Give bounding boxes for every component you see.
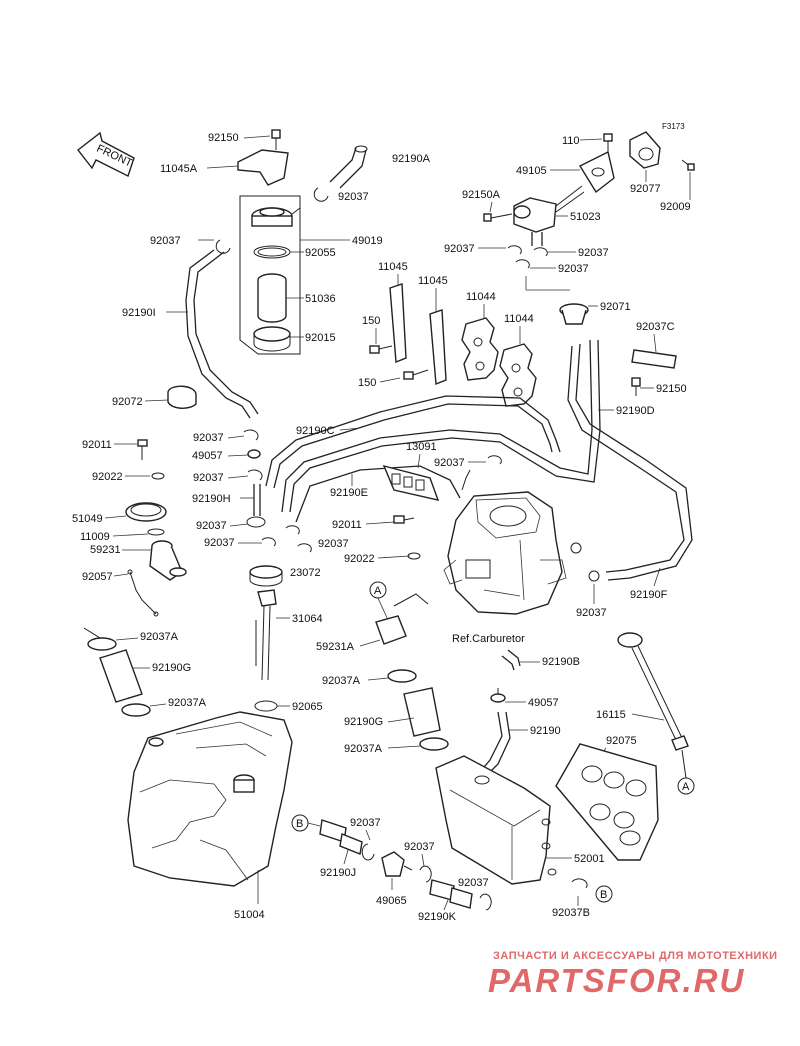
part-label-92150: 92150 (208, 132, 239, 144)
part-label-a: A (374, 585, 382, 597)
part-label-92037: 92037 (196, 520, 227, 532)
part-label-92037: 92037 (458, 877, 489, 889)
part-label-92009: 92009 (660, 201, 691, 213)
part-label-92190c: 92190C (296, 425, 335, 437)
part-label-92075: 92075 (606, 735, 637, 747)
part-label-49057: 49057 (192, 450, 223, 462)
part-label-92011: 92011 (82, 439, 112, 451)
part-label-92190: 92190 (530, 725, 561, 737)
part-label-92015: 92015 (305, 332, 336, 344)
part-label-110: 110 (562, 135, 580, 147)
part-label-92037: 92037 (558, 263, 589, 275)
part-label-92037: 92037 (404, 841, 435, 853)
part-label-92190g: 92190G (344, 716, 383, 728)
part-label-11045: 11045 (378, 261, 408, 273)
part-label-92190g: 92190G (152, 662, 191, 674)
part-label-150: 150 (362, 315, 380, 327)
part-label-92190h: 92190H (192, 493, 231, 505)
part-label-92037a: 92037A (322, 675, 361, 687)
part-label-92037: 92037 (193, 432, 224, 444)
part-label-92037a: 92037A (140, 631, 179, 643)
part-label-92037: 92037 (578, 247, 609, 259)
part-label-92065: 92065 (292, 701, 323, 713)
canister-52001-drawing (435, 755, 557, 885)
part-label-b: B (600, 889, 607, 901)
part-label-92077: 92077 (630, 183, 661, 195)
part-label-51004: 51004 (234, 909, 265, 921)
carburetor-drawing (443, 469, 600, 615)
part-label-49019: 49019 (352, 235, 383, 247)
part-label-92037a: 92037A (344, 743, 383, 755)
part-label-92190j: 92190J (320, 867, 356, 879)
part-label-11045a: 11045A (160, 163, 198, 175)
part-label-92037: 92037 (338, 191, 369, 203)
part-label-52001: 52001 (574, 853, 605, 865)
part-label-11044: 11044 (466, 291, 496, 303)
part-label-92055: 92055 (305, 247, 336, 259)
part-label-92037: 92037 (576, 607, 607, 619)
part-label-92150a: 92150A (462, 189, 501, 201)
part-label-11045: 11045 (418, 275, 448, 287)
part-label-92037: 92037 (444, 243, 475, 255)
figure-code: F3173 (662, 122, 685, 131)
watermark-logo[interactable]: PARTSFOR.RU (488, 962, 746, 999)
part-label-92190a: 92190A (392, 153, 431, 165)
part-label-92190b: 92190B (542, 656, 580, 668)
watermark-tagline: ЗАПЧАСТИ И АКСЕССУАРЫ ДЛЯ МОТОТЕХНИКИ (493, 950, 778, 962)
part-label-49065: 49065 (376, 895, 407, 907)
part-label-11009: 11009 (80, 531, 110, 543)
part-label-92037a: 92037A (168, 697, 207, 709)
part-label-92022: 92022 (92, 471, 123, 483)
part-label-92150: 92150 (656, 383, 687, 395)
part-label-92071: 92071 (600, 301, 631, 313)
part-label-23072: 23072 (290, 567, 321, 579)
part-label-49105: 49105 (516, 165, 547, 177)
part-label-49057: 49057 (528, 697, 559, 709)
part-label-92037: 92037 (193, 472, 224, 484)
part-label-a: A (682, 781, 690, 793)
part-label-51049: 51049 (72, 513, 103, 525)
part-label-150: 150 (358, 377, 376, 389)
front-direction-arrow: FRONT (77, 131, 135, 177)
part-label-92011: 92011 (332, 519, 362, 531)
filter-group-outline (239, 195, 301, 355)
part-label-92037c: 92037C (636, 321, 675, 333)
part-label-92037: 92037 (350, 817, 381, 829)
part-label-11044: 11044 (504, 313, 534, 325)
part-label-51036: 51036 (305, 293, 336, 305)
part-label-92190i: 92190I (122, 307, 156, 319)
part-label-92190e: 92190E (330, 487, 368, 499)
fuel-tank-51004-drawing (127, 711, 293, 887)
part-label-92037b: 92037B (552, 907, 590, 919)
part-label-92037: 92037 (434, 457, 465, 469)
part-label-13091: 13091 (406, 441, 437, 453)
part-label-59231: 59231 (90, 544, 121, 556)
part-label-92190f: 92190F (630, 589, 668, 601)
part-label-16115: 16115 (596, 709, 626, 721)
part-label-51023: 51023 (570, 211, 601, 223)
part-label-92190d: 92190D (616, 405, 655, 417)
part-label-92190k: 92190K (418, 911, 457, 923)
part-label-92022: 92022 (344, 553, 375, 565)
part-label-59231a: 59231A (316, 641, 355, 653)
part-label-31064: 31064 (292, 613, 323, 625)
part-label-b: B (296, 818, 303, 830)
part-label-92037: 92037 (204, 537, 235, 549)
part-label-92037: 92037 (318, 538, 349, 550)
bolt-92150-drawing (237, 129, 289, 186)
part-label-92072: 92072 (112, 396, 143, 408)
part-label-92057: 92057 (82, 571, 113, 583)
reference-carburetor-label: Ref.Carburetor (452, 633, 525, 645)
part-label-92037: 92037 (150, 235, 181, 247)
